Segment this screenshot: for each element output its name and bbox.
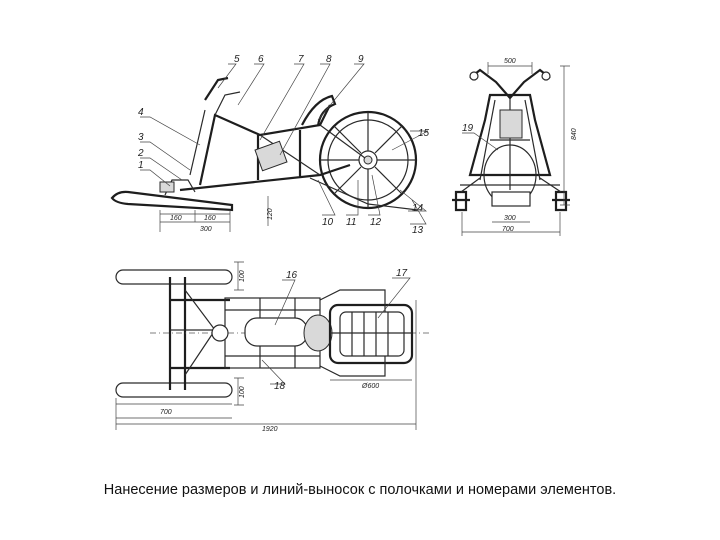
front-handlebar-knob-left: [469, 71, 479, 81]
dim-top-100: 100: [239, 270, 246, 282]
callout-18: 18: [274, 381, 286, 392]
front-dims: [461, 62, 570, 236]
top-steering-hub: [211, 324, 229, 342]
front-ski-right: [552, 190, 570, 212]
front-body: [468, 93, 552, 177]
dim-top-100b: 100: [239, 386, 246, 398]
wheel-spokes: [320, 112, 416, 208]
callout-4: 4: [138, 107, 144, 118]
front-handlebar: [469, 68, 551, 100]
top-rear-arms: [319, 289, 386, 377]
ski-mount: [159, 181, 175, 193]
dim-front-840: 840: [571, 128, 578, 140]
technical-drawing: 160 160 300 120 1 2 3 4 5 6 7 8 9 10 11 …: [110, 54, 578, 433]
callout-12: 12: [370, 217, 382, 228]
callout-5: 5: [234, 54, 240, 65]
top-leaders: [261, 277, 411, 385]
dim-front-300: 300: [504, 215, 516, 222]
top-ski-lower: [115, 382, 233, 398]
seat: [301, 94, 337, 127]
callout-16: 16: [286, 270, 298, 281]
callout-17: 17: [396, 268, 408, 279]
figure-caption: Нанесение размеров и линий-выносок с пол…: [103, 482, 617, 498]
top-track: [328, 303, 414, 365]
top-track-ribs: [330, 312, 412, 356]
dim-top-1920: 1920: [262, 426, 278, 433]
callout-9: 9: [358, 54, 364, 65]
top-ski-upper: [115, 269, 233, 285]
dim-top-700: 700: [160, 409, 172, 416]
front-ski-arms: [460, 177, 562, 193]
dim-side-160a: 160: [170, 215, 182, 222]
top-ski-braces: [170, 289, 216, 376]
ski: [110, 190, 234, 212]
engine: [254, 140, 288, 172]
top-engine: [303, 314, 333, 352]
callout-13: 13: [412, 225, 424, 236]
front-track-base: [491, 191, 531, 207]
callout-19: 19: [462, 123, 474, 134]
front-leader-19: [462, 132, 499, 151]
leaders-left: [140, 116, 201, 187]
callout-10: 10: [322, 217, 334, 228]
top-ski-frame: [168, 277, 230, 390]
callout-6: 6: [258, 54, 264, 65]
frame-struts: [189, 91, 419, 211]
dim-side-300: 300: [200, 226, 212, 233]
dim-side-120: 120: [267, 208, 274, 220]
dim-top-d600: Ø600: [361, 383, 379, 390]
dim-side-160b: 160: [204, 215, 216, 222]
front-struts: [460, 98, 560, 190]
callout-14: 14: [412, 203, 424, 214]
callout-1: 1: [138, 160, 144, 171]
top-frame-rails: [225, 298, 320, 368]
side-dims: [159, 196, 269, 232]
front-ski-left: [452, 190, 470, 212]
callout-3: 3: [138, 132, 144, 143]
dim-front-700: 700: [502, 226, 514, 233]
dim-front-500: 500: [504, 58, 516, 65]
callout-11: 11: [346, 217, 356, 228]
front-view: 500 840 300 700 19: [452, 58, 578, 236]
leaders-bottom: [317, 130, 429, 225]
side-view: 160 160 300 120 1 2 3 4 5 6 7 8 9 10 11 …: [110, 54, 430, 236]
callout-7: 7: [298, 54, 304, 65]
leaders-top: [217, 63, 365, 156]
top-view: 100 100 700 1920 Ø600 16 17 18: [115, 261, 430, 433]
callout-8: 8: [326, 54, 332, 65]
top-dims: [115, 261, 417, 430]
front-handlebar-knob-right: [541, 71, 551, 81]
callout-15: 15: [418, 128, 430, 139]
top-track-inner: [339, 311, 405, 357]
front-engine: [499, 109, 523, 139]
callout-2: 2: [137, 148, 144, 159]
track-wheel-axle: [363, 155, 373, 165]
